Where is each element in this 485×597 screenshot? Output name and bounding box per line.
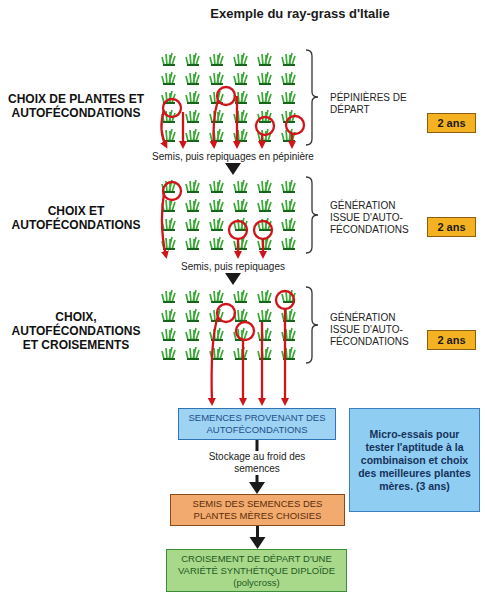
node-text: 2 ans bbox=[437, 221, 465, 233]
node-text: 2 ans bbox=[437, 117, 465, 129]
selection-circle bbox=[254, 221, 272, 239]
bracket bbox=[306, 50, 318, 145]
generation-label: PÉPINIÈRES DE DÉPART bbox=[330, 92, 410, 116]
generation-label: GÉNÉRATION ISSUE D'AUTO-FÉCONDATIONS bbox=[330, 312, 422, 348]
red-arrow bbox=[212, 316, 218, 403]
note-box: Micro-essais pour tester l'aptitude à la… bbox=[349, 408, 480, 512]
plant-grid bbox=[158, 287, 302, 363]
plant-grid bbox=[158, 50, 302, 145]
selection-circle bbox=[217, 87, 235, 105]
stage-heading: CHOIX, AUTOFÉCONDATIONS ET CROISEMENTS bbox=[8, 310, 144, 352]
node-text: SEMIS DES SEMENCES DES PLANTES MÈRES CHO… bbox=[177, 498, 338, 522]
red-arrow bbox=[214, 100, 219, 146]
selection-marks bbox=[161, 87, 304, 403]
diagram-title: Exemple du ray-grass d'Italie bbox=[180, 6, 420, 21]
flow-connector bbox=[250, 526, 266, 549]
node-text: SEMENCES PROVENANT DES AUTOFÉCONDATIONS bbox=[185, 412, 329, 436]
red-arrow bbox=[291, 134, 293, 146]
red-arrow bbox=[284, 309, 286, 403]
generation-label: GÉNÉRATION ISSUE D'AUTO-FÉCONDATIONS bbox=[330, 200, 422, 236]
red-arrow bbox=[262, 239, 264, 256]
red-arrow bbox=[237, 239, 239, 256]
arrow-head bbox=[249, 482, 265, 494]
bracket bbox=[306, 287, 318, 363]
red-arrow bbox=[242, 340, 244, 403]
bracket bbox=[306, 177, 318, 253]
duration-box: 2 ans bbox=[427, 113, 476, 133]
plant-grid bbox=[158, 177, 302, 253]
duration-box: 2 ans bbox=[427, 330, 476, 350]
selection-circle bbox=[236, 322, 254, 340]
node-text: CROISEMENT DE DÉPART D'UNE VARIÉTÉ SYNTH… bbox=[173, 553, 340, 589]
selection-circle bbox=[256, 117, 274, 135]
stage-heading: CHOIX DE PLANTES ET AUTOFÉCONDATIONS bbox=[8, 92, 144, 120]
connector-label: Stockage au froid des semences bbox=[207, 451, 307, 475]
process-box: SEMIS DES SEMENCES DES PLANTES MÈRES CHO… bbox=[170, 494, 345, 526]
red-arrow bbox=[261, 322, 263, 403]
node-text: 2 ans bbox=[437, 334, 465, 346]
selection-circle bbox=[229, 221, 247, 239]
red-arrow bbox=[162, 193, 166, 256]
selection-circle bbox=[217, 304, 235, 322]
step-note: Semis, puis repiquages bbox=[130, 261, 336, 273]
red-arrow bbox=[182, 112, 184, 146]
red-arrow bbox=[261, 135, 263, 146]
red-arrow bbox=[236, 96, 238, 146]
selection-circle bbox=[163, 182, 181, 200]
node-text: Micro-essais pour tester l'aptitude à la… bbox=[358, 428, 471, 493]
selection-circle bbox=[276, 291, 294, 309]
result-box: CROISEMENT DE DÉPART D'UNE VARIÉTÉ SYNTH… bbox=[166, 549, 347, 592]
process-box: SEMENCES PROVENANT DES AUTOFÉCONDATIONS bbox=[178, 408, 336, 440]
selection-circle bbox=[163, 99, 181, 117]
connector-line bbox=[256, 526, 259, 539]
flow-triangle bbox=[225, 163, 241, 175]
red-arrow bbox=[161, 110, 166, 146]
stage-heading: CHOIX ET AUTOFÉCONDATIONS bbox=[8, 204, 144, 232]
step-note: Semis, puis repiquages en pépinière bbox=[130, 151, 336, 163]
arrow-head bbox=[250, 537, 266, 549]
duration-box: 2 ans bbox=[427, 217, 476, 237]
selection-circle bbox=[286, 116, 304, 134]
flow-triangle bbox=[225, 273, 241, 285]
